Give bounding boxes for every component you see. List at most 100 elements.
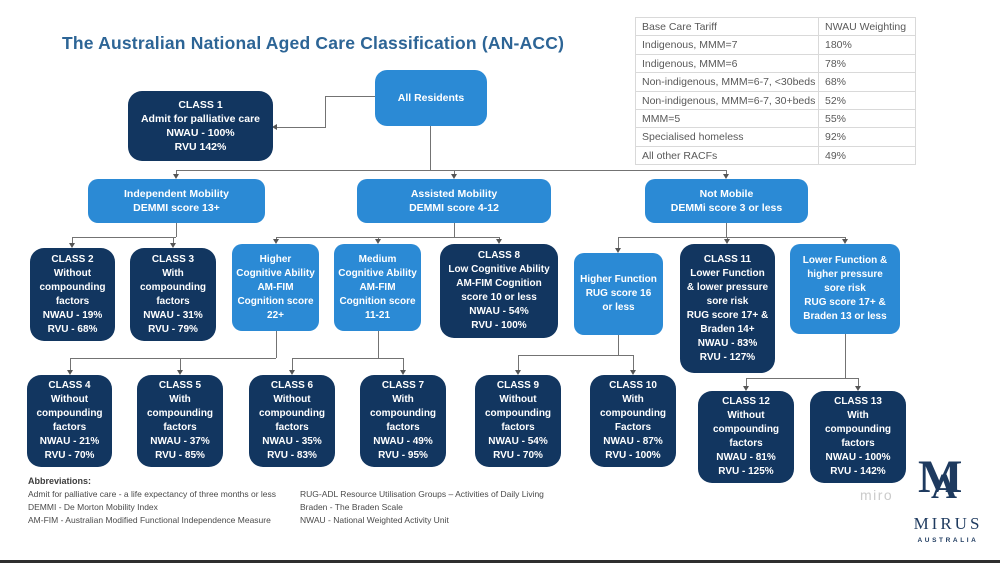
node-class-12: CLASS 12 Without compounding factors NWA… (698, 391, 794, 483)
connector-arrow-down (722, 174, 729, 179)
monogram-a: A (931, 466, 957, 506)
node-class-10: CLASS 10 With compounding Factors NWAU -… (590, 375, 676, 467)
node-text: CLASS 2 Without compounding factors NWAU… (39, 253, 106, 335)
connector-line (618, 237, 619, 248)
connector-line (176, 223, 177, 237)
connector-line (858, 378, 859, 386)
tariff-cell: 78% (819, 54, 916, 74)
tariff-cell: MMM=5 (636, 109, 819, 129)
connector-arrow-down (66, 370, 73, 375)
node-text: CLASS 4 Without compounding factors NWAU… (36, 380, 103, 461)
connector-arrow-left (272, 124, 277, 130)
node-text: Medium Cognitive Ability AM-FIM Cognitio… (338, 253, 417, 321)
connector-arrow-down (272, 239, 279, 244)
connector-line (72, 237, 73, 243)
tariff-header-cell: NWAU Weighting (819, 18, 916, 37)
connector-line (518, 355, 519, 370)
connector-line (173, 237, 174, 243)
connector-line (70, 358, 71, 370)
connector-arrow-down (288, 370, 295, 375)
connector-line (378, 237, 379, 239)
connector-line (325, 96, 326, 128)
node-text: CLASS 8 Low Cognitive Ability AM-FIM Cog… (448, 250, 550, 331)
tariff-cell: 49% (819, 146, 916, 166)
node-class-11: CLASS 11 Lower Function & lower pressure… (680, 244, 775, 373)
node-not-mobile: Not Mobile DEMMi score 3 or less (645, 179, 808, 223)
miro-watermark: miro (860, 487, 894, 503)
mirus-monogram-icon: M A (903, 451, 993, 512)
node-text: Independent Mobility DEMMI score 13+ (124, 188, 229, 214)
node-text: CLASS 12 Without compounding factors NWA… (712, 396, 780, 477)
connector-line (180, 358, 181, 370)
abbreviations-column-2: RUG-ADL Resource Utilisation Groups – Ac… (300, 489, 544, 525)
connector-line (726, 223, 727, 237)
connector-arrow-down (495, 239, 502, 244)
connector-line (845, 237, 846, 239)
node-text: CLASS 7 With compounding factors NWAU - … (369, 380, 437, 461)
node-text: CLASS 11 Lower Function & lower pressure… (686, 253, 769, 363)
node-medium-cognitive-ability: Medium Cognitive Ability AM-FIM Cognitio… (334, 244, 421, 331)
connector-line (72, 237, 176, 238)
connector-arrow-down (169, 243, 176, 248)
node-text: CLASS 3 With compounding factors NWAU - … (139, 253, 207, 335)
connector-line (277, 127, 325, 128)
tariff-cell: Specialised homeless (636, 128, 819, 147)
node-higher-function: Higher Function RUG score 16 or less (574, 253, 663, 335)
monogram-m: M (918, 451, 963, 503)
connector-line (726, 170, 727, 174)
tariff-cell: 55% (819, 109, 916, 129)
node-class-7: CLASS 7 With compounding factors NWAU - … (360, 375, 446, 467)
page-title: The Australian National Aged Care Classi… (62, 33, 565, 53)
connector-line (499, 237, 500, 239)
connector-arrow-down (374, 239, 381, 244)
connector-line (746, 378, 858, 379)
node-assisted-mobility: Assisted Mobility DEMMI score 4-12 (357, 179, 551, 223)
node-lower-function: Lower Function & higher pressure sore ri… (790, 244, 900, 334)
node-all-residents: All Residents (375, 70, 487, 126)
connector-line (276, 237, 499, 238)
node-class-8: CLASS 8 Low Cognitive Ability AM-FIM Cog… (440, 244, 558, 338)
node-class-3: CLASS 3 With compounding factors NWAU - … (130, 248, 216, 341)
node-text: Higher Cognitive Ability AM-FIM Cognitio… (236, 253, 315, 321)
node-text: Assisted Mobility DEMMI score 4-12 (409, 188, 499, 214)
connector-line (633, 355, 634, 370)
node-class-9: CLASS 9 Without compounding factors NWAU… (475, 375, 561, 467)
connector-line (454, 170, 455, 174)
connector-line (276, 331, 277, 358)
connector-line (176, 170, 177, 174)
logo-country: AUSTRALIA (917, 537, 979, 544)
node-class-1: CLASS 1 Admit for palliative care NWAU -… (128, 91, 273, 161)
abbreviations-column-1: Admit for palliative care - a life expec… (28, 489, 277, 525)
node-class-4: CLASS 4 Without compounding factors NWAU… (27, 375, 112, 467)
node-higher-cognitive-ability: Higher Cognitive Ability AM-FIM Cognitio… (232, 244, 319, 331)
node-text: Lower Function & higher pressure sore ri… (802, 255, 888, 322)
tariff-cell: All other RACFs (636, 146, 819, 166)
connector-line (292, 358, 403, 359)
node-class-2: CLASS 2 Without compounding factors NWAU… (30, 248, 115, 341)
connector-line (746, 378, 747, 386)
node-text: Higher Function RUG score 16 or less (580, 274, 657, 313)
connector-arrow-down (841, 239, 848, 244)
node-text: CLASS 6 Without compounding factors NWAU… (258, 380, 326, 461)
connector-line (70, 358, 276, 359)
connector-line (176, 170, 726, 171)
tariff-cell: 92% (819, 128, 916, 147)
connector-arrow-down (450, 174, 457, 179)
connector-arrow-down (742, 386, 749, 391)
node-class-5: CLASS 5 With compounding factors NWAU - … (137, 375, 223, 467)
connector-line (276, 237, 277, 239)
tariff-cell: Non-indigenous, MMM=6-7, 30+beds (636, 91, 819, 110)
logo-name: MIRUS (913, 514, 983, 533)
connector-line (403, 358, 404, 370)
node-text: CLASS 13 With compounding factors NWAU -… (824, 396, 892, 477)
mirus-logo: M A MIRUS AUSTRALIA (903, 451, 993, 545)
connector-line (845, 334, 846, 378)
tariff-cell: 52% (819, 91, 916, 110)
